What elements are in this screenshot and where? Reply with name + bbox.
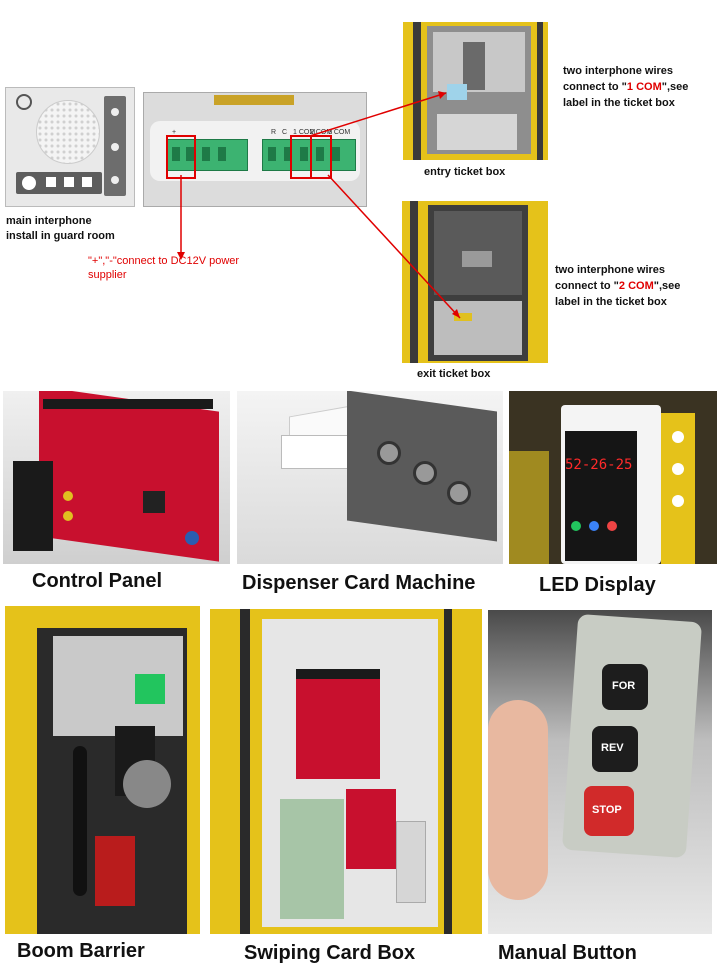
com-terminal-block	[262, 139, 356, 171]
speaker-grille	[36, 100, 100, 164]
dispenser-photo	[237, 391, 503, 564]
entry-label-sticker	[447, 84, 467, 100]
boom-barrier-photo	[5, 606, 200, 934]
caption-boom-barrier: Boom Barrier	[17, 940, 145, 962]
rev-button[interactable]	[592, 726, 638, 772]
entry-ticket-box-label: entry ticket box	[424, 166, 506, 178]
terminal-label-1com: 1 COM	[293, 129, 316, 136]
caption-led-display: LED Display	[539, 574, 656, 596]
led-display-photo: 52-26-25	[509, 391, 717, 564]
entry-ticket-box-photo	[403, 22, 548, 160]
exit-label-sticker	[454, 313, 472, 321]
main-interphone-label: main interphone install in guard room	[6, 215, 115, 242]
caption-control-panel: Control Panel	[32, 570, 163, 592]
caption-dispenser: Dispenser Card Machine	[242, 572, 476, 594]
terminal-label-c: C	[282, 129, 288, 136]
interphone-key-bar	[16, 172, 102, 194]
manual-button-photo: FOR REV STOP	[488, 610, 712, 934]
main-interphone-photo	[5, 87, 135, 207]
connector-lines	[177, 91, 461, 319]
swiping-card-box-photo	[210, 609, 482, 934]
interphone-logo-icon	[16, 94, 32, 110]
led-time-readout: 52-26-25	[565, 457, 633, 473]
terminal-label-plus: +	[172, 129, 177, 136]
terminal-label-3com: 3 COM	[328, 129, 351, 136]
for-button[interactable]	[602, 664, 648, 710]
terminal-label-r: R	[271, 129, 277, 136]
entry-connector-line	[309, 92, 447, 137]
control-panel-photo	[3, 391, 230, 564]
stop-button[interactable]	[584, 786, 634, 836]
exit-ticket-box-photo	[402, 201, 548, 363]
for-button-label: FOR	[612, 680, 636, 692]
stop-button-label: STOP	[592, 804, 622, 816]
exit-ticket-box-label: exit ticket box	[417, 368, 491, 380]
caption-swiping-card-box: Swiping Card Box	[244, 942, 416, 964]
entry-wire-note: two interphone wires connect to "1 COM",…	[563, 65, 689, 109]
dc-power-note: "+","-"connect to DC12V power supplier	[88, 255, 240, 281]
exit-wire-note: two interphone wires connect to "2 COM",…	[555, 264, 681, 308]
com2-highlight-box	[310, 135, 332, 179]
exit-connector-line	[327, 174, 461, 319]
rev-button-label: REV	[601, 742, 624, 754]
caption-manual-button: Manual Button	[498, 942, 637, 964]
